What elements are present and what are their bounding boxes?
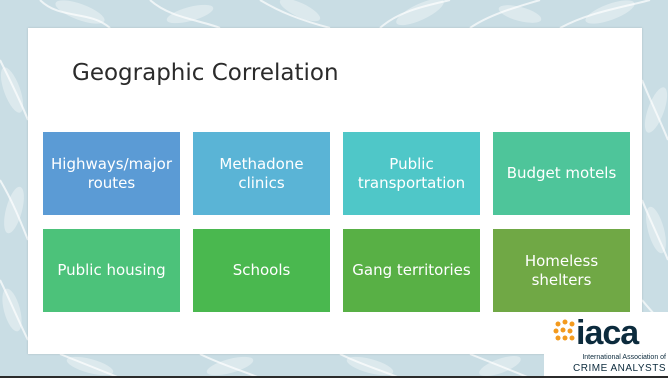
logo-subtitle-line2: CRIME ANALYSTS: [573, 363, 666, 374]
tile-schools: Schools: [193, 229, 330, 312]
tile-public-transportation: Public transportation: [343, 132, 480, 215]
logo-subtitle-line1: International Association of: [582, 354, 666, 361]
tile-gang-territories: Gang territories: [343, 229, 480, 312]
tile-methadone-clinics: Methadone clinics: [193, 132, 330, 215]
tile-public-housing: Public housing: [43, 229, 180, 312]
tile-budget-motels: Budget motels: [493, 132, 630, 215]
tile-highways: Highways/major routes: [43, 132, 180, 215]
logo-dots-icon: [553, 319, 575, 341]
logo-wordmark: iaca: [576, 314, 639, 352]
bottom-frame-line: [0, 376, 668, 378]
tile-homeless-shelters: Homeless shelters: [493, 229, 630, 312]
iaca-logo: iaca International Association of CRIME …: [544, 312, 668, 378]
slide-title: Geographic Correlation: [72, 60, 339, 86]
